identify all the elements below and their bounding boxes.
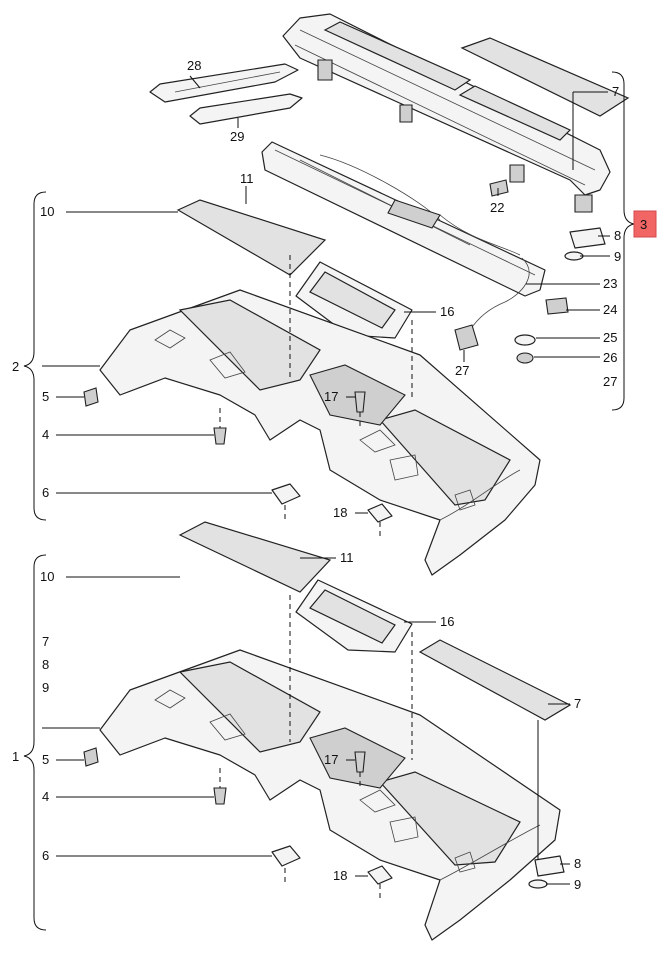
bracket-8-bottom bbox=[534, 855, 565, 877]
label-28: 28 bbox=[187, 58, 201, 73]
label-18-bottom: 18 bbox=[333, 868, 347, 883]
label-29: 29 bbox=[230, 129, 244, 144]
label-11-bottom: 11 bbox=[340, 550, 354, 565]
brace-2 bbox=[23, 191, 47, 521]
label-4-top: 4 bbox=[42, 427, 49, 442]
clip-4-bottom bbox=[213, 787, 227, 805]
label-25: 25 bbox=[603, 330, 617, 345]
clip-5-bottom bbox=[83, 747, 99, 767]
brace-1 bbox=[23, 554, 47, 931]
cover-panel-7 bbox=[460, 37, 630, 117]
badge-label: 3 bbox=[640, 217, 647, 232]
assembly-badge-3: 3 bbox=[633, 210, 657, 238]
label-8-top: 8 bbox=[614, 228, 621, 243]
trim-strip-29 bbox=[189, 93, 303, 125]
cover-6-bottom bbox=[271, 845, 301, 867]
label-11-top: 11 bbox=[240, 171, 254, 186]
parcel-shelf-bottom bbox=[99, 649, 561, 941]
label-8-bottom: 8 bbox=[574, 856, 581, 871]
label-7-bottom: 7 bbox=[574, 696, 581, 711]
label-17-top: 17 bbox=[324, 389, 338, 404]
connector-27 bbox=[454, 324, 479, 351]
label-27-connector: 27 bbox=[455, 363, 469, 378]
label-2: 2 bbox=[12, 359, 19, 374]
bracket-8-top bbox=[569, 227, 606, 249]
label-27-right: 27 bbox=[603, 374, 617, 389]
label-1: 1 bbox=[12, 749, 19, 764]
clip-5-top bbox=[83, 387, 99, 407]
parcel-shelf-top bbox=[99, 289, 541, 576]
label-9-top: 9 bbox=[614, 249, 621, 264]
cap-18-bottom bbox=[367, 865, 393, 885]
label-5-bottom: 5 bbox=[42, 752, 49, 767]
cap-18-top bbox=[367, 503, 393, 523]
label-22: 22 bbox=[490, 200, 504, 215]
label-7-top: 7 bbox=[612, 84, 619, 99]
cover-6-top bbox=[271, 483, 301, 505]
label-7-list: 7 bbox=[42, 634, 49, 649]
label-10-bottom: 10 bbox=[40, 569, 54, 584]
label-6-bottom: 6 bbox=[42, 848, 49, 863]
label-23: 23 bbox=[603, 276, 617, 291]
nut-26 bbox=[516, 352, 534, 364]
roller-blind-cross-member bbox=[282, 13, 611, 213]
label-16-bottom: 16 bbox=[440, 614, 454, 629]
label-18-top: 18 bbox=[333, 505, 347, 520]
label-17-bottom: 17 bbox=[324, 752, 338, 767]
label-4-bottom: 4 bbox=[42, 789, 49, 804]
label-8-list: 8 bbox=[42, 657, 49, 672]
washer-25 bbox=[514, 334, 536, 346]
label-26: 26 bbox=[603, 350, 617, 365]
label-5-top: 5 bbox=[42, 389, 49, 404]
roller-blind-housing bbox=[261, 141, 546, 297]
bolt-22 bbox=[489, 179, 509, 197]
label-10-top: 10 bbox=[40, 204, 54, 219]
label-16-top: 16 bbox=[440, 304, 454, 319]
cable bbox=[469, 257, 530, 331]
screw-17-bottom bbox=[354, 751, 366, 773]
label-9-list: 9 bbox=[42, 680, 49, 695]
mat-11-bottom bbox=[178, 521, 332, 593]
washer-9-bottom bbox=[528, 879, 548, 889]
clip-4-top bbox=[213, 427, 227, 445]
screw-17-top bbox=[354, 391, 366, 413]
clip-24 bbox=[545, 297, 569, 315]
label-6-top: 6 bbox=[42, 485, 49, 500]
label-9-bottom: 9 bbox=[574, 877, 581, 892]
speaker-cover-16-bottom bbox=[295, 579, 413, 653]
mat-11-top bbox=[176, 199, 327, 276]
label-24: 24 bbox=[603, 302, 617, 317]
cover-panel-7-bottom bbox=[418, 639, 572, 721]
